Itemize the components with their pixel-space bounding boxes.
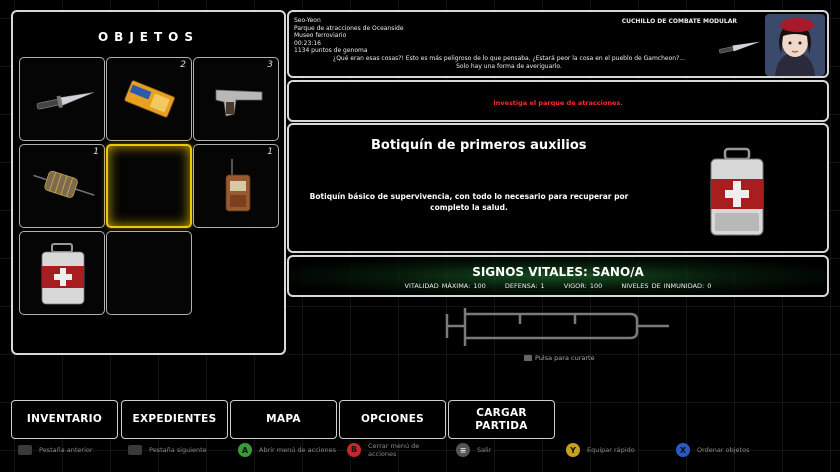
slot-quantity: 2 [180,60,186,70]
equipped-weapon-label: CUCHILLO DE COMBATE MODULAR [621,18,737,25]
menu-button-icon: ≡ [456,443,470,457]
grenade-icon [33,170,95,198]
hint-sort-text: Ordenar objetos [697,446,750,454]
hint-sort: X Ordenar objetos [676,443,749,457]
syringe-heal-icon[interactable] [445,302,675,352]
menu-load-game-label: CARGAR PARTIDA [475,407,527,433]
hint-quick-equip: Y Equipar rápido [566,443,635,457]
character-portrait [765,14,825,76]
thought-line-1: ¿Qué eran esas cosas?! Esto es más pelig… [333,55,685,62]
objective-text: Investiga el parque de atracciones. [493,99,623,107]
menu-options-label: OPCIONES [360,413,425,425]
inventory-slot-shotgun-shells[interactable]: 2 [106,57,192,141]
play-time: 00:23:16 [294,39,321,47]
stat-immunity: NIVELES DE INMUNIDAD: 0 [621,282,712,290]
x-button-icon: X [676,443,690,457]
stat-max-vitality: VITALIDAD MÁXIMA: 100 [404,282,486,290]
shotgun-shells-icon [124,80,175,118]
hint-previous-tab: Pestaña anterior [18,443,93,457]
menu-files-label: EXPEDIENTES [132,413,217,425]
load-line-2: PARTIDA [475,419,528,432]
menu-options-button[interactable]: OPCIONES [339,400,446,439]
hint-prev-tab-text: Pestaña anterior [39,446,93,454]
menu-map-button[interactable]: MAPA [230,400,337,439]
inventory-title: OBJETOS [97,30,200,44]
a-button-icon: A [238,443,252,457]
b-button-icon: B [347,443,361,457]
y-button-icon: Y [566,443,580,457]
menu-map-label: MAPA [266,413,301,425]
location-name: Parque de atracciones de Oceanside [294,24,404,32]
hint-quick-equip-text: Equipar rápido [587,446,635,454]
inventory-slot-empty-selected[interactable] [106,144,192,228]
vitals-title: SIGNOS VITALES: SANO/A [472,265,644,279]
first-aid-kit-icon [41,243,85,305]
magnum-pistol-icon [215,89,263,117]
slot-quantity: 1 [93,147,99,157]
status-info-panel: Seo-Yeon Parque de atracciones de Oceans… [287,10,829,78]
character-name: Seo-Yeon [294,17,321,24]
first-aid-kit-preview-icon [710,147,764,236]
inventory-slot-magnum-pistol[interactable]: 3 [193,57,279,141]
character-thought: ¿Qué eran esas cosas?! Esto es más pelig… [319,55,699,70]
vitals-panel: SIGNOS VITALES: SANO/A VITALIDAD MÁXIMA:… [287,255,829,297]
stat-vigor: VIGOR: 100 [563,282,603,290]
menu-load-game-button[interactable]: CARGAR PARTIDA [448,400,555,439]
sublocation-name: Museo ferroviario [294,32,347,39]
hint-exit-text: Salir [477,446,492,454]
hint-next-tab-text: Pestaña siguiente [149,446,207,454]
inventory-slot-grenade[interactable]: 1 [19,144,105,228]
inventory-slot-combat-knife[interactable] [19,57,105,141]
avatar [765,14,825,76]
genome-points: 1134 puntos de genoma [294,47,368,54]
hint-open-actions-text: Abrir menú de acciones [259,446,337,454]
inventory-slot-walkie-talkie[interactable]: 1 [193,144,279,228]
equipped-knife-icon [718,41,761,54]
thought-line-2: Solo hay una forma de averiguarlo. [456,62,562,70]
objective-panel: Investiga el parque de atracciones. [287,80,829,122]
menu-inventory-button[interactable]: INVENTARIO [11,400,118,439]
menu-inventory-label: INVENTARIO [26,413,103,425]
slot-quantity: 3 [267,60,273,70]
inventory-slot-empty[interactable] [106,231,192,315]
hint-close-actions: B Cerrar menú de acciones [347,442,437,458]
hint-open-actions: A Abrir menú de acciones [238,443,336,457]
item-description: Botiquín básico de supervivencia, con to… [309,192,629,212]
combat-knife-icon [36,92,94,110]
slot-quantity: 1 [267,147,273,157]
l1-button-icon [18,445,32,455]
hint-close-actions-text: Cerrar menú de acciones [368,442,420,458]
stat-defense: DEFENSA: 1 [504,282,545,290]
hint-next-tab: Pestaña siguiente [128,443,207,457]
item-title: Botiquín de primeros auxilios [371,138,587,153]
item-detail-panel: Botiquín de primeros auxilios Botiquín b… [287,123,829,253]
inventory-slot-first-aid-kit[interactable] [19,231,105,315]
load-line-1: CARGAR [476,406,527,419]
touchpad-icon [524,355,532,361]
heal-hint: Pulsa para curarte [524,354,595,362]
walkie-talkie-icon [225,159,251,212]
menu-files-button[interactable]: EXPEDIENTES [121,400,228,439]
inventory-panel: OBJETOS 2 3 [11,10,286,355]
hint-exit: ≡ Salir [456,443,491,457]
heal-hint-text: Pulsa para curarte [535,354,595,362]
r1-button-icon [128,445,142,455]
status-info: Seo-Yeon Parque de atracciones de Oceans… [294,17,404,55]
vitals-stats: VITALIDAD MÁXIMA: 100 DEFENSA: 1 VIGOR: … [289,282,827,290]
